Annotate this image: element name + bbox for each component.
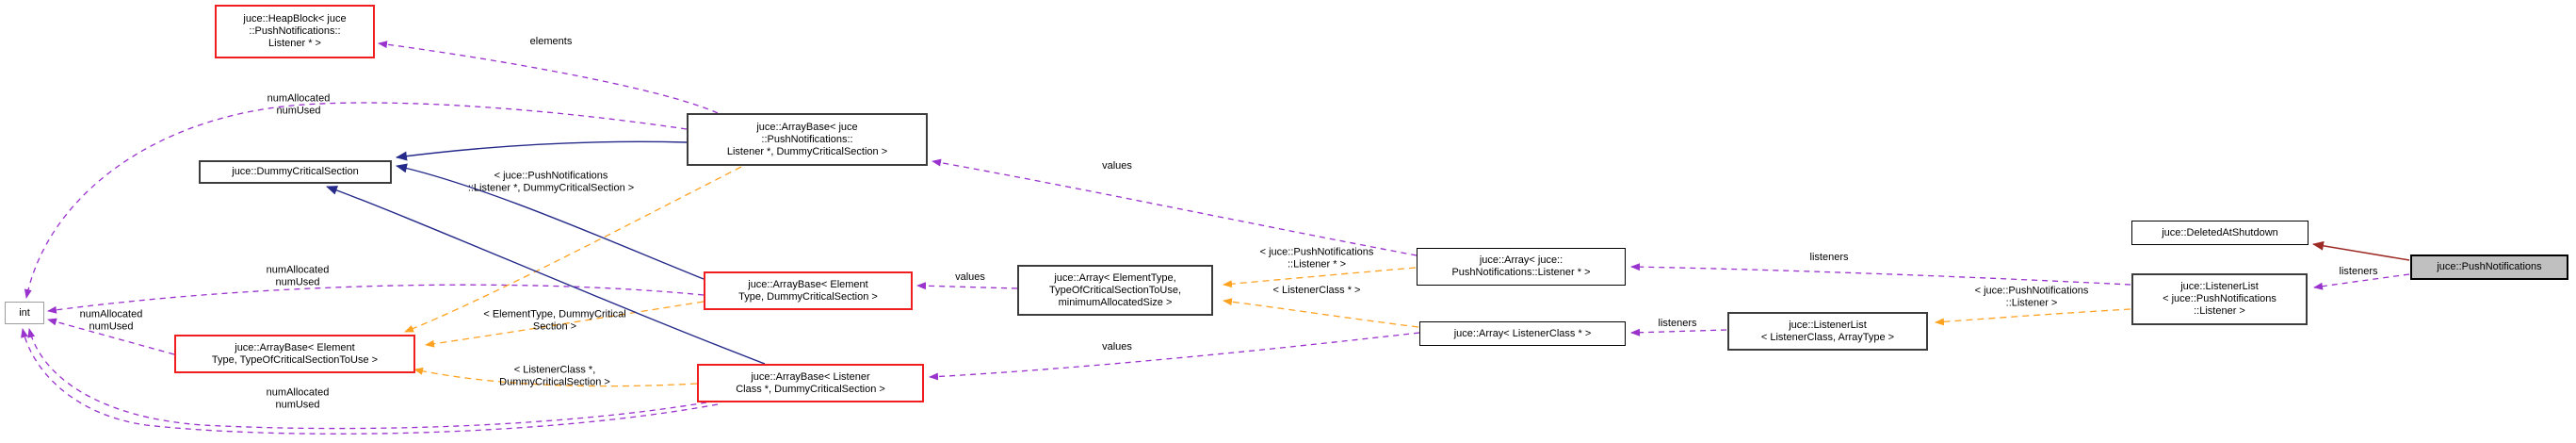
- node-label-line: juce::ArrayBase< Listener: [751, 370, 870, 383]
- edge-arraybase-elementtype-to-int: [47, 284, 705, 314]
- edge-arraybase-pn-listener-to-dummycriticalsection: [396, 140, 688, 161]
- edge-arraybase-pn-listener-to-arraybase-template: [404, 166, 742, 333]
- node-label-line: ::Listener >: [2194, 305, 2245, 317]
- edge-arraybase-pn-listener-to-int: [24, 102, 688, 299]
- node-label-line: Class *, DummyCriticalSection >: [736, 383, 885, 395]
- node-array-template[interactable]: juce::Array< ElementType,TypeOfCriticalS…: [1017, 265, 1213, 316]
- edge-listenerlist-pn-to-array-pn-listener: [1630, 263, 2131, 286]
- node-heapblock[interactable]: juce::HeapBlock< juce::PushNotifications…: [215, 5, 375, 58]
- node-label-line: PushNotifications::Listener * >: [1451, 267, 1591, 278]
- node-label-line: juce::HeapBlock< juce: [243, 13, 347, 25]
- node-label-line: TypeOfCriticalSectionToUse,: [1049, 284, 1181, 296]
- edge-arraybase-pn-listener-to-heapblock: [378, 41, 719, 114]
- edges-group: [21, 41, 2410, 435]
- edge-arraybase-listenerclass-to-int: [21, 328, 719, 435]
- node-int[interactable]: int: [5, 302, 44, 324]
- edge-array-pn-listener-to-arraybase-pn-listener: [932, 158, 1418, 256]
- node-label-line: ::PushNotifications::: [761, 133, 853, 145]
- node-label-line: juce::ListenerList: [1789, 319, 1867, 331]
- edge-array-template-to-arraybase-elementtype: [916, 282, 1018, 290]
- node-arraybase-pn-listener[interactable]: juce::ArrayBase< juce::PushNotifications…: [687, 113, 928, 166]
- node-label-line: Listener * >: [268, 38, 321, 49]
- node-label-line: juce::ListenerList: [2180, 281, 2259, 292]
- node-label-line: < ListenerClass, ArrayType >: [1760, 331, 1895, 343]
- node-deletedatshutdown[interactable]: juce::DeletedAtShutdown: [2131, 221, 2309, 245]
- node-label-line: minimumAllocatedSize >: [1058, 296, 1173, 308]
- node-label-line: Type, DummyCriticalSection >: [738, 290, 878, 303]
- node-label-line: juce::Array< ListenerClass * >: [1453, 327, 1592, 339]
- node-array-listenerclass[interactable]: juce::Array< ListenerClass * >: [1419, 321, 1626, 346]
- node-listenerlist-pn[interactable]: juce::ListenerList< juce::PushNotificati…: [2131, 273, 2308, 325]
- node-label-line: < juce::PushNotifications: [2163, 293, 2276, 304]
- edge-array-pn-listener-to-array-template: [1223, 267, 1417, 288]
- edge-pushnotifications-to-deletedatshutdown: [2312, 240, 2410, 261]
- edge-listenerlist-template-to-array-listenerclass: [1630, 328, 1727, 336]
- edge-listenerlist-pn-to-listenerlist-template: [1935, 308, 2131, 326]
- edge-arraybase-listenerclass-to-arraybase-template: [413, 367, 698, 387]
- node-listenerlist-template[interactable]: juce::ListenerList< ListenerClass, Array…: [1727, 312, 1928, 351]
- edge-array-listenerclass-to-arraybase-listenerclass: [929, 332, 1420, 381]
- node-label-line: Listener *, DummyCriticalSection >: [726, 145, 888, 157]
- node-label-line: Type, TypeOfCriticalSectionToUse >: [211, 353, 379, 366]
- node-label-line: juce::ArrayBase< Element: [748, 278, 868, 290]
- node-label-line: ::PushNotifications::: [249, 25, 341, 37]
- node-label-line: juce::ArrayBase< Element: [235, 341, 355, 353]
- node-label-line: int: [19, 306, 30, 319]
- node-label-line: juce::DummyCriticalSection: [232, 166, 359, 177]
- node-dummycriticalsection[interactable]: juce::DummyCriticalSection: [199, 160, 392, 184]
- edge-arraybase-elementtype-to-arraybase-template: [425, 301, 705, 348]
- edge-pushnotifications-to-listenerlist-pn: [2313, 273, 2410, 290]
- edge-arraybase-listenerclass-to-dummycriticalsection: [326, 186, 766, 365]
- node-label-line: juce::ArrayBase< juce: [756, 121, 858, 133]
- node-pushnotifications[interactable]: juce::PushNotifications: [2410, 254, 2568, 280]
- edge-array-listenerclass-to-array-template: [1223, 298, 1419, 328]
- edge-arraybase-elementtype-to-dummycriticalsection: [396, 163, 705, 280]
- node-label-line: juce::Array< ElementType,: [1054, 271, 1176, 284]
- node-array-pn-listener[interactable]: juce::Array< juce::PushNotifications::Li…: [1417, 248, 1626, 286]
- node-label-line: juce::Array< juce::: [1479, 254, 1563, 266]
- edge-arraybase-template-to-int: [47, 318, 175, 355]
- node-label-line: juce::DeletedAtShutdown: [2162, 226, 2278, 238]
- node-label-line: juce::PushNotifications: [2437, 261, 2542, 272]
